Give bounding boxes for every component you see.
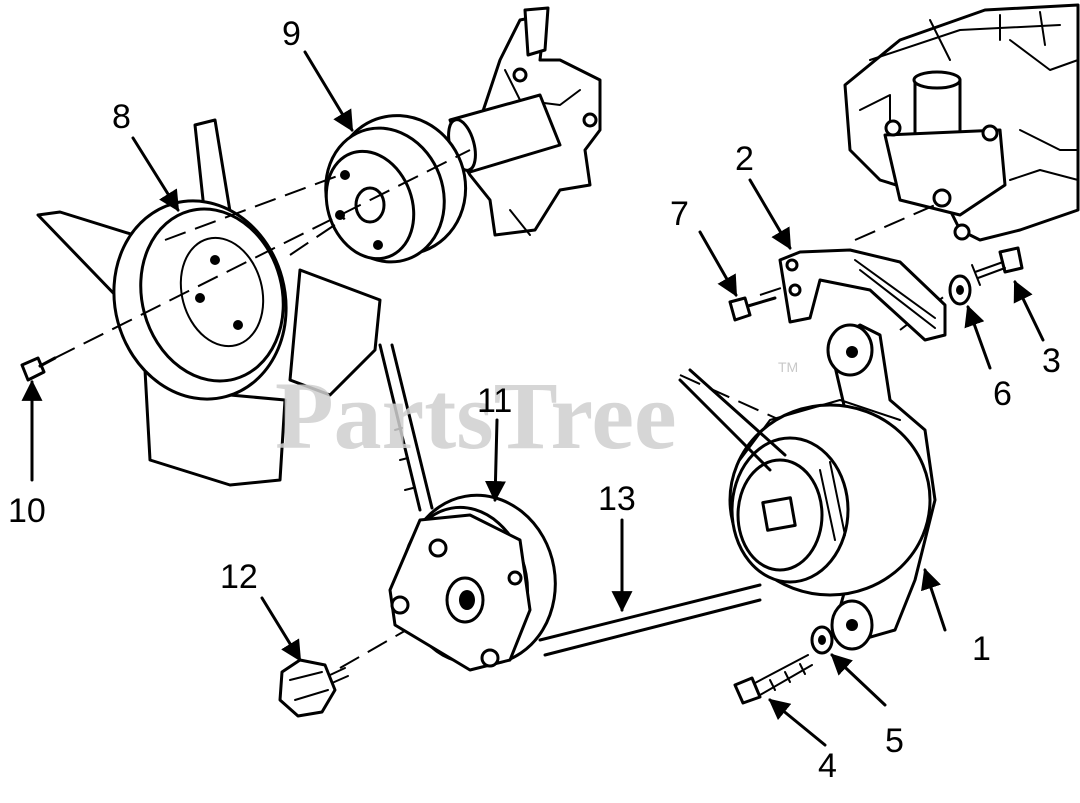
callout-2[interactable]: 2 <box>735 140 754 178</box>
callout-11[interactable]: 11 <box>477 382 512 420</box>
bolt-7 <box>728 296 777 322</box>
bolt-10 <box>20 356 57 382</box>
watermark: PartsTree TM <box>275 359 798 469</box>
watermark-trademark: TM <box>778 359 798 375</box>
callout-9[interactable]: 9 <box>282 15 301 53</box>
callout-labels: 1 2 3 4 5 6 7 8 9 10 11 12 13 <box>8 15 1061 785</box>
crank-bolt-12 <box>278 658 349 718</box>
callout-1[interactable]: 1 <box>972 630 991 668</box>
washer-6 <box>948 274 972 306</box>
v-belt-13 <box>378 343 787 657</box>
alternator-1 <box>728 323 937 651</box>
callout-3[interactable]: 3 <box>1042 342 1061 380</box>
water-pump <box>447 6 602 237</box>
bolt-3 <box>971 246 1024 286</box>
callout-8[interactable]: 8 <box>112 98 131 136</box>
callout-4[interactable]: 4 <box>818 747 837 785</box>
crank-pulley-11 <box>388 493 557 672</box>
bolt-4 <box>733 654 813 705</box>
callout-5[interactable]: 5 <box>885 722 904 760</box>
callout-arrows <box>21 50 1045 747</box>
engine-block <box>843 3 1080 242</box>
callout-6[interactable]: 6 <box>993 375 1012 413</box>
watermark-text: PartsTree <box>275 362 677 469</box>
adjusting-bracket-2 <box>778 248 947 342</box>
cooling-fan-8 <box>36 118 382 487</box>
washer-5 <box>810 625 834 655</box>
callout-13[interactable]: 13 <box>598 480 636 518</box>
callout-7[interactable]: 7 <box>670 195 689 233</box>
callout-10[interactable]: 10 <box>8 492 46 530</box>
callout-12[interactable]: 12 <box>220 558 258 596</box>
